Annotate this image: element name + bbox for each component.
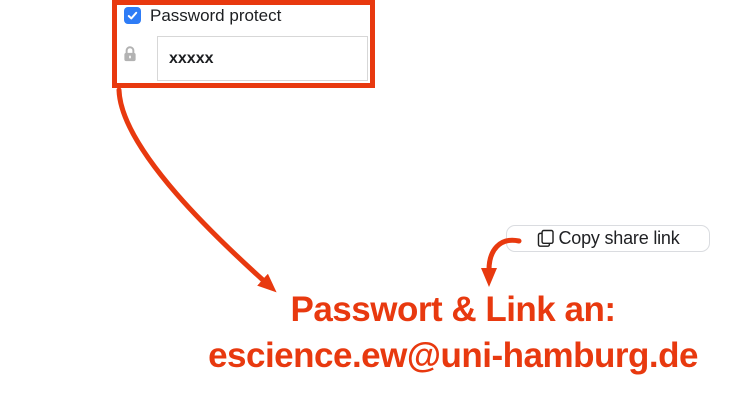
big-annotation-arrow [116, 87, 277, 293]
checkmark-icon [127, 11, 138, 20]
copy-share-link-button[interactable]: Copy share link [506, 225, 710, 252]
password-input[interactable] [157, 36, 368, 81]
annotation-note: Passwort & Link an: escience.ew@uni-hamb… [93, 287, 733, 379]
copy-share-link-label: Copy share link [558, 228, 680, 248]
annotation-line2: escience.ew@uni-hamburg.de [208, 336, 698, 375]
copy-icon [536, 229, 555, 248]
lock-icon [121, 45, 139, 63]
password-protect-highlight-box [112, 0, 375, 88]
password-protect-checkbox[interactable] [124, 7, 141, 24]
annotation-line1: Passwort & Link an: [290, 290, 616, 329]
password-protect-label: Password protect [150, 6, 282, 25]
